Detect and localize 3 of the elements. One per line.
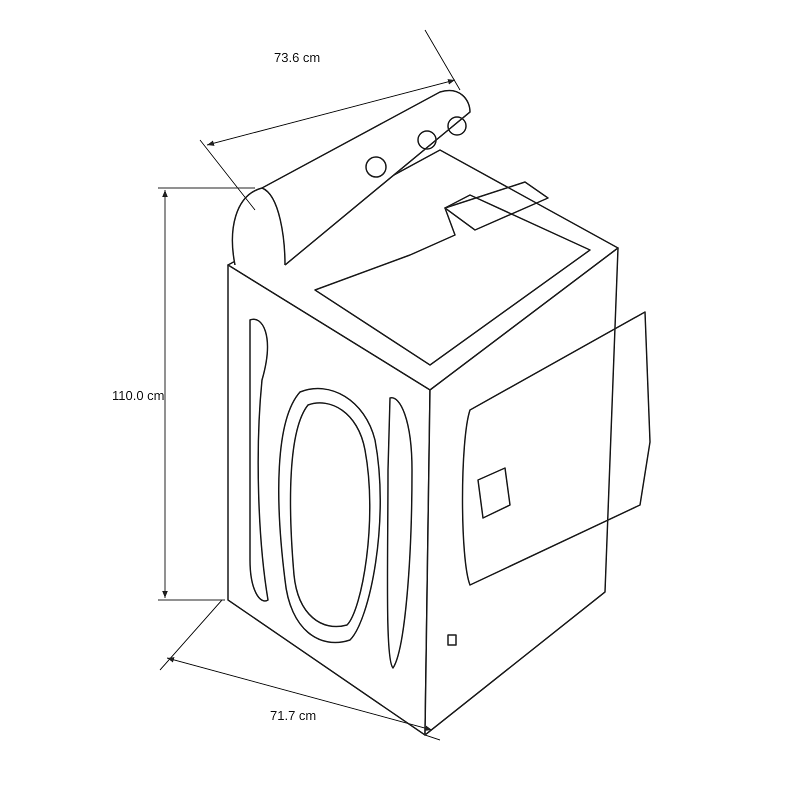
dimension-label: 73.6 cm (274, 50, 320, 65)
dimension-label: 110.0 cm (112, 388, 165, 403)
dimension-label: 71.7 cm (270, 708, 316, 723)
